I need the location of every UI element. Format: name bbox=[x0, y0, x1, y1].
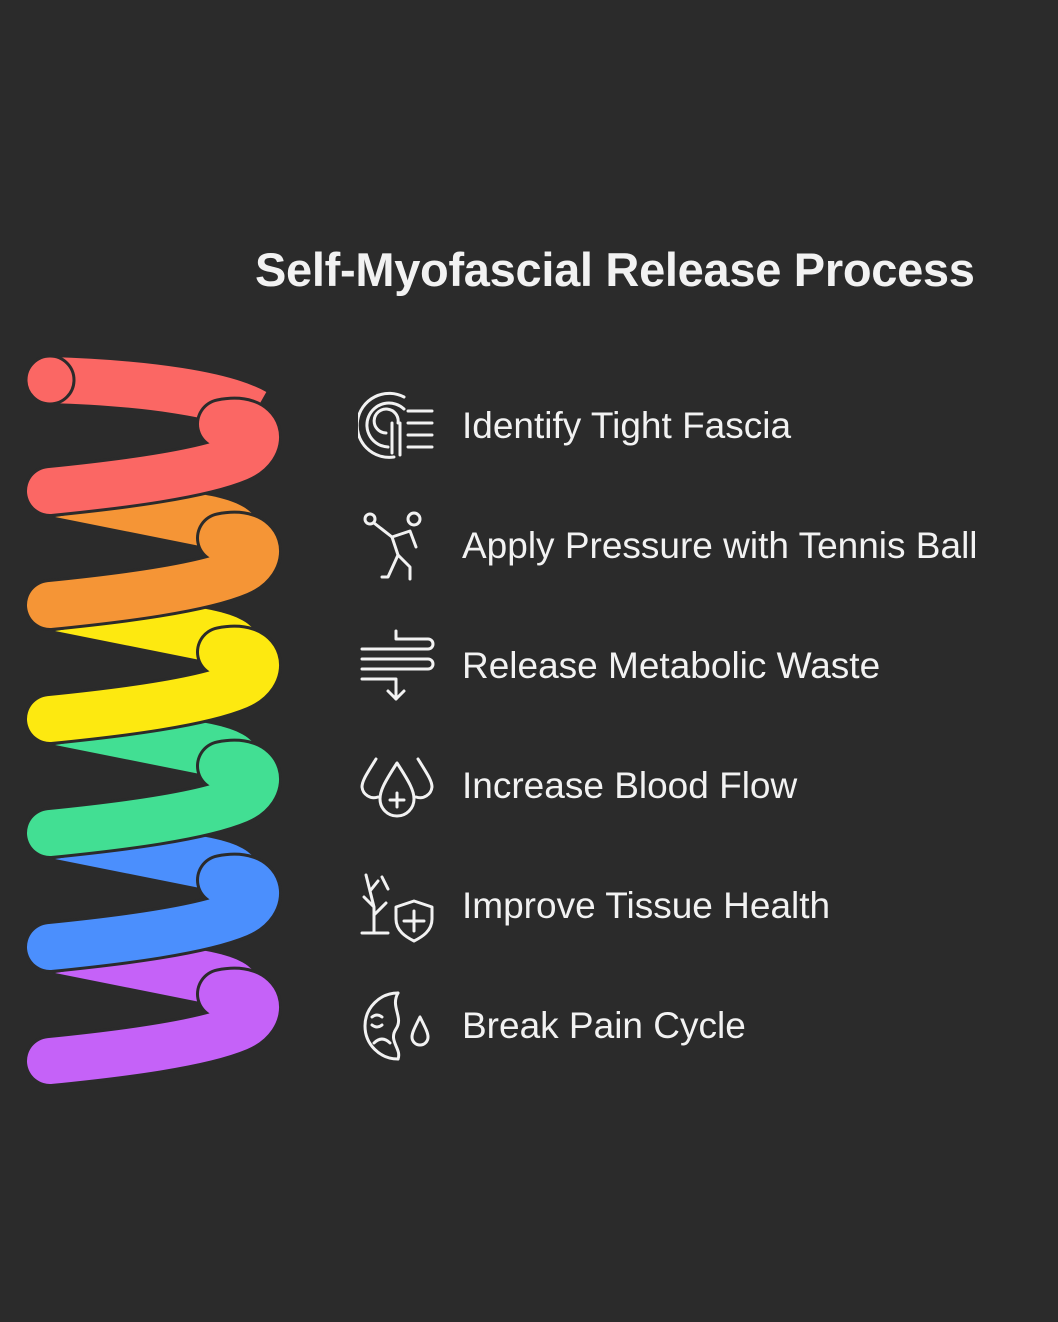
step-label: Improve Tissue Health bbox=[462, 885, 831, 926]
step-label: Apply Pressure with Tennis Ball bbox=[462, 525, 978, 566]
spiral-front-segment bbox=[27, 855, 279, 970]
blood-drops-icon bbox=[360, 757, 434, 818]
spiral-front-segment bbox=[27, 513, 279, 628]
spiral-start-cap bbox=[24, 354, 76, 406]
spiral-diagram bbox=[24, 354, 282, 1087]
step-label: Release Metabolic Waste bbox=[462, 645, 881, 686]
pain-face-icon bbox=[363, 991, 430, 1061]
wind-flow-icon bbox=[360, 629, 435, 701]
step-increase-blood-flow: Increase Blood Flow bbox=[358, 746, 797, 826]
step-label: Identify Tight Fascia bbox=[462, 405, 792, 446]
step-apply-pressure: Apply Pressure with Tennis Ball bbox=[358, 506, 978, 586]
step-improve-tissue-health: Improve Tissue Health bbox=[358, 866, 830, 946]
step-label: Increase Blood Flow bbox=[462, 765, 798, 806]
step-release-waste: Release Metabolic Waste bbox=[358, 626, 880, 706]
spiral-front-segment bbox=[27, 627, 279, 742]
step-identify-tight-fascia: Identify Tight Fascia bbox=[358, 386, 791, 466]
step-break-pain-cycle: Break Pain Cycle bbox=[358, 986, 746, 1066]
step-label: Break Pain Cycle bbox=[462, 1005, 746, 1046]
fingerprint-icon bbox=[358, 391, 434, 459]
page-title: Self-Myofascial Release Process bbox=[255, 243, 975, 296]
stretching-person-icon bbox=[363, 511, 422, 581]
spiral-front-segment bbox=[27, 741, 279, 856]
spiral-front-segment bbox=[27, 969, 279, 1084]
spiral-front-segment bbox=[27, 399, 279, 514]
tissue-shield-icon bbox=[360, 873, 434, 943]
